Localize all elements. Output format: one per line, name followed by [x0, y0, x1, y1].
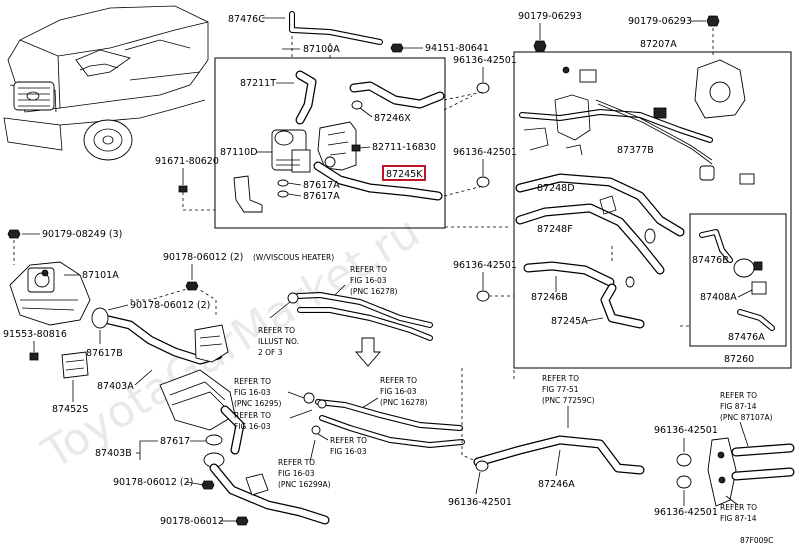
note-refer-16-03-c: REFER TO FIG 16-03 [234, 411, 271, 431]
note-refer-16-03-a: REFER TO FIG 16-03 (PNC 16278) [350, 265, 398, 296]
label-87100a: 87100A [303, 44, 340, 55]
bracket-assembly-87207a [562, 59, 746, 119]
note-refer-16-03-b: REFER TO FIG 16-03 (PNC 16295) [234, 377, 282, 408]
svg-text:FIG 87-14: FIG 87-14 [720, 514, 757, 523]
label-87101a: 87101A [82, 270, 119, 281]
label-87476b: 87476B [692, 255, 729, 266]
label-90178-06012-a: 90178-06012 (2) [163, 252, 243, 263]
note-refer-87-14-a: REFER TO FIG 87-14 (PNC 87107A) [720, 391, 773, 422]
label-94151-80641: 94151-80641 [425, 43, 489, 54]
arrow-down-icon [355, 337, 381, 367]
valve-87110d-part [271, 129, 311, 173]
label-87617a-1: 87617A [303, 180, 340, 191]
label-90179-06293-b: 90179-06293 [628, 16, 692, 27]
svg-text:FIG 16-03: FIG 16-03 [380, 387, 417, 396]
label-87246x: 87246X [374, 113, 411, 124]
label-87403b: 87403B [95, 448, 132, 459]
svg-text:ILLUST NO.: ILLUST NO. [258, 337, 299, 346]
diagram-code: 87F009C [740, 536, 773, 545]
label-87245a: 87245A [551, 316, 588, 327]
svg-text:(PNC 77259C): (PNC 77259C) [542, 396, 595, 405]
svg-text:REFER TO: REFER TO [278, 458, 315, 467]
label-96136-42501-e: 96136-42501 [654, 425, 718, 436]
label-87246b: 87246B [531, 292, 568, 303]
label-87617b: 87617B [86, 348, 123, 359]
label-96136-42501-c: 96136-42501 [453, 260, 517, 271]
label-87248d: 87248D [537, 183, 575, 194]
note-viscous-heater: (W/VISCOUS HEATER) [253, 253, 334, 262]
label-87110d: 87110D [220, 147, 258, 158]
label-90178-06012-c: 90178-06012 (2) [113, 477, 193, 488]
label-87476a: 87476A [728, 332, 765, 343]
label-87617a-2: 87617A [303, 191, 340, 202]
label-90178-06012-b: 90178-06012 (2) [130, 300, 210, 311]
svg-text:REFER TO: REFER TO [234, 411, 271, 420]
label-91553-80816: 91553-80816 [3, 329, 67, 340]
svg-text:REFER TO: REFER TO [234, 377, 271, 386]
svg-text:(PNC 16295): (PNC 16295) [234, 399, 282, 408]
svg-text:(PNC 87107A): (PNC 87107A) [720, 413, 773, 422]
svg-text:FIG 16-03: FIG 16-03 [234, 388, 271, 397]
label-87403a: 87403A [97, 381, 134, 392]
note-refer-16-03-d: REFER TO FIG 16-03 (PNC 16278) [380, 376, 428, 407]
label-87617: 87617 [160, 436, 190, 447]
svg-text:FIG 87-14: FIG 87-14 [720, 402, 757, 411]
svg-text:(PNC 16278): (PNC 16278) [350, 287, 398, 296]
label-87248f: 87248F [537, 224, 573, 235]
label-82711-16830: 82711-16830 [372, 142, 436, 153]
svg-text:REFER TO: REFER TO [542, 374, 579, 383]
highlight-87245k [382, 165, 426, 181]
label-96136-42501-a: 96136-42501 [453, 55, 517, 66]
svg-text:FIG 16-03: FIG 16-03 [278, 469, 315, 478]
svg-text:2 OF 3: 2 OF 3 [258, 348, 283, 357]
label-87260: 87260 [724, 354, 754, 365]
label-96136-42501-d: 96136-42501 [448, 497, 512, 508]
vehicle-illustration [3, 5, 209, 161]
label-87377b: 87377B [617, 145, 654, 156]
detail-box-heater-pipes [513, 51, 792, 369]
label-90179-06293-a: 90179-06293 [518, 11, 582, 22]
label-87476c: 87476C [228, 14, 265, 25]
label-87207a: 87207A [640, 39, 677, 50]
svg-text:REFER TO: REFER TO [258, 326, 295, 335]
detail-box-87260 [689, 213, 787, 347]
label-91671-80620: 91671-80620 [155, 156, 219, 167]
label-87452s: 87452S [52, 404, 88, 415]
label-87246a: 87246A [538, 479, 575, 490]
heater-unit-87101a [9, 261, 91, 326]
note-refer-87-14-b: REFER TO FIG 87-14 [720, 503, 757, 523]
label-96136-42501-f: 96136-42501 [654, 507, 718, 518]
label-90178-06012-d: 90178-06012 [160, 516, 224, 527]
svg-text:REFER TO: REFER TO [720, 503, 757, 512]
label-90179-08249: 90179-08249 (3) [42, 229, 122, 240]
svg-text:(PNC 16299A): (PNC 16299A) [278, 480, 331, 489]
svg-text:REFER TO: REFER TO [720, 391, 757, 400]
label-96136-42501-b: 96136-42501 [453, 147, 517, 158]
svg-text:FIG 16-03: FIG 16-03 [350, 276, 387, 285]
label-87211t: 87211T [240, 78, 276, 89]
svg-text:FIG 77-51: FIG 77-51 [542, 385, 579, 394]
svg-text:FIG 16-03: FIG 16-03 [330, 447, 367, 456]
svg-text:(PNC 16278): (PNC 16278) [380, 398, 428, 407]
note-refer-77-51: REFER TO FIG 77-51 (PNC 77259C) [542, 374, 595, 405]
viscous-heater-pipes [269, 292, 433, 341]
exhaust-heat-exchanger [159, 369, 245, 455]
note-refer-16-03-f: REFER TO FIG 16-03 (PNC 16299A) [278, 458, 331, 489]
svg-text:REFER TO: REFER TO [330, 436, 367, 445]
note-refer-16-03-e: REFER TO FIG 16-03 [330, 436, 367, 456]
svg-text:FIG 16-03: FIG 16-03 [234, 422, 271, 431]
viscous-heater-pipes-lower [311, 399, 465, 448]
svg-text:REFER TO: REFER TO [380, 376, 417, 385]
label-87408a: 87408A [700, 292, 737, 303]
heater-core-connection [707, 437, 795, 507]
label-87245k: 87245K [386, 169, 423, 180]
svg-text:REFER TO: REFER TO [350, 265, 387, 274]
note-refer-illust: REFER TO ILLUST NO. 2 OF 3 [258, 326, 299, 357]
